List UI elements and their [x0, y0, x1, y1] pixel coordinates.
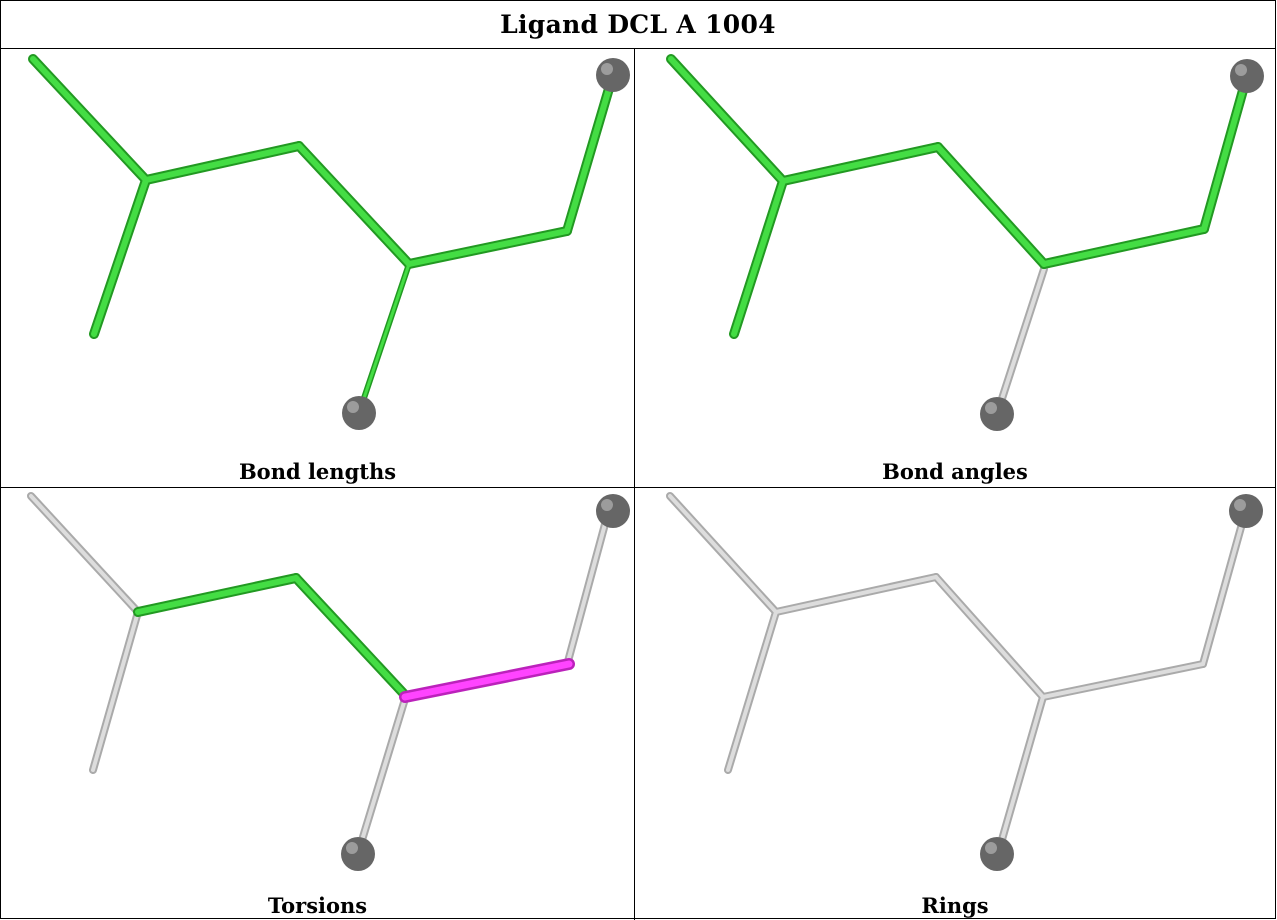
panel-bond-lengths: Bond lengths [1, 49, 634, 487]
atom-sphere [596, 494, 630, 528]
panel-caption: Torsions [267, 893, 368, 918]
ligand-image-rings [666, 492, 1263, 871]
atoms [980, 59, 1264, 431]
atoms [980, 494, 1263, 871]
atom-sphere [980, 397, 1014, 431]
bond [564, 72, 616, 234]
title-bar: Ligand DCL A 1004 [1, 1, 1275, 49]
ligand-image-bond-angles [666, 54, 1264, 431]
panel-torsions: Torsions [1, 488, 634, 920]
bond-network [28, 54, 618, 416]
panel-bond-angles: Bond angles [635, 49, 1275, 487]
atom-sphere [341, 837, 375, 871]
atom-sphere [342, 396, 376, 430]
bond-network [27, 492, 612, 854]
row-divider [1, 487, 1275, 488]
page-title: Ligand DCL A 1004 [500, 10, 776, 39]
atom-sphere [1229, 494, 1263, 528]
atom-sphere [980, 837, 1014, 871]
column-divider [634, 48, 635, 920]
atoms [341, 494, 630, 871]
panel-caption: Rings [921, 893, 989, 918]
panel-caption: Bond angles [882, 459, 1028, 484]
bond [30, 56, 149, 183]
bond [91, 177, 149, 337]
panel-rings: Rings [635, 488, 1275, 920]
bond-network [666, 54, 1252, 418]
atom-sphere [596, 58, 630, 92]
bond [406, 228, 570, 267]
bond [143, 143, 302, 183]
bond [357, 262, 411, 415]
bond [296, 143, 412, 267]
atom-sphere [1230, 59, 1264, 93]
bond-network [666, 492, 1249, 854]
panel-caption: Bond lengths [238, 459, 397, 484]
ligand-image-bond-lengths [28, 54, 630, 430]
ligand-image-torsions [27, 492, 630, 871]
atoms [342, 58, 630, 430]
